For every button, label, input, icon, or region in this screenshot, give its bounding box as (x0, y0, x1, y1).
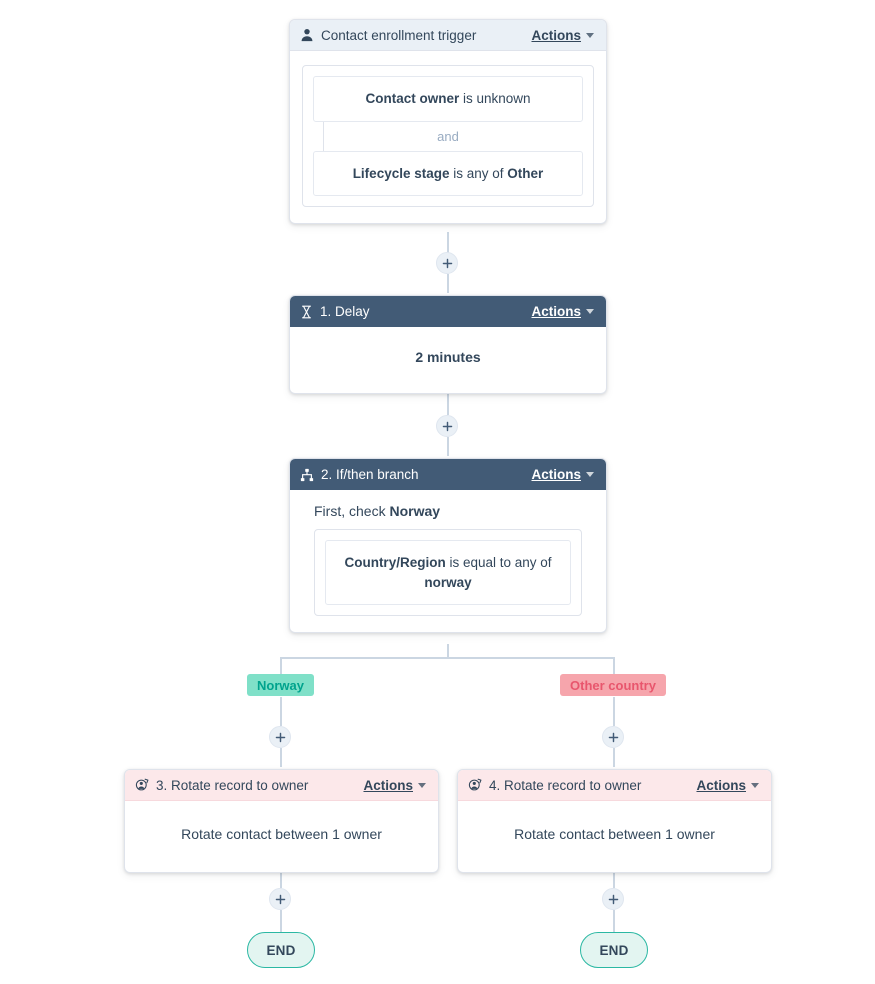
connector-plus-to-branch (447, 437, 449, 456)
filter-2-property: Lifecycle stage (352, 165, 450, 181)
branch-condition-property: Country/Region (344, 555, 446, 570)
connector-left-plus-to-end (280, 910, 282, 932)
add-step-plus-left-2[interactable] (269, 888, 291, 910)
rotate-card-4-description: Rotate contact between 1 owner (514, 826, 715, 842)
branch-condition-row[interactable]: Country/Region is equal to any of norway (325, 540, 571, 606)
chevron-down-icon (586, 309, 594, 314)
connector-branch-stem (447, 644, 449, 658)
connector-left-badge-to-plus (280, 697, 282, 726)
rotate-card-3[interactable]: 3. Rotate record to owner Actions Rotate… (124, 769, 439, 873)
trigger-filter-row-1[interactable]: Contact owner is unknown (313, 76, 583, 122)
rotate-owner-icon (135, 778, 149, 792)
connector-branch-left-drop (280, 657, 282, 676)
delay-actions-label: Actions (531, 304, 581, 319)
trigger-card-title: Contact enrollment trigger (321, 27, 477, 43)
trigger-actions-label: Actions (531, 27, 581, 43)
branch-condition-operator: is equal to any of (445, 555, 552, 570)
chevron-down-icon (418, 782, 426, 788)
add-step-plus-right-2[interactable] (602, 888, 624, 910)
delay-card[interactable]: 1. Delay Actions 2 minutes (289, 295, 607, 394)
filter-1-operator: is unknown (459, 91, 531, 106)
branch-intro: First, check Norway (314, 503, 582, 519)
connector-branch-right-drop (613, 657, 615, 676)
branch-label-other-country[interactable]: Other country (560, 674, 666, 696)
rotate-card-4-header: 4. Rotate record to owner Actions (458, 770, 771, 801)
connector-right-plus-to-end (613, 910, 615, 932)
branch-actions-menu[interactable]: Actions (531, 467, 594, 482)
rotate-card-4[interactable]: 4. Rotate record to owner Actions Rotate… (457, 769, 772, 873)
rotate-card-4-body: Rotate contact between 1 owner (458, 801, 771, 872)
connector-branch-horizontal (280, 657, 615, 659)
rotate-card-3-header: 3. Rotate record to owner Actions (125, 770, 438, 801)
end-node-left: END (247, 932, 315, 968)
branch-filter-group: Country/Region is equal to any of norway (314, 529, 582, 617)
rotate-card-3-actions-label: Actions (363, 777, 413, 793)
connector-left-card-to-plus (280, 866, 282, 888)
trigger-card-header: Contact enrollment trigger Actions (290, 20, 606, 51)
branch-intro-name: Norway (389, 503, 441, 519)
connector-right-plus-to-card (613, 748, 615, 767)
filter-2-operator: is any of (449, 165, 508, 181)
branch-card-header: 2. If/then branch Actions (290, 459, 606, 490)
hourglass-icon (300, 305, 313, 319)
filter-2-value: Other (507, 165, 544, 181)
contact-person-icon (300, 28, 314, 42)
branch-icon (300, 468, 314, 482)
trigger-filter-row-2[interactable]: Lifecycle stage is any of Other (313, 150, 583, 197)
delay-card-header: 1. Delay Actions (290, 296, 606, 327)
branch-card-title: 2. If/then branch (321, 467, 419, 482)
rotate-card-3-title: 3. Rotate record to owner (156, 777, 309, 793)
rotate-card-3-actions-menu[interactable]: Actions (363, 778, 426, 793)
trigger-card[interactable]: Contact enrollment trigger Actions Conta… (289, 19, 607, 225)
connector-plus-to-delay (447, 274, 449, 293)
chevron-down-icon (586, 32, 594, 38)
add-step-plus-left-1[interactable] (269, 726, 291, 748)
delay-actions-menu[interactable]: Actions (531, 304, 594, 319)
connector-delay-to-branch (447, 393, 449, 415)
branch-condition-value: norway (424, 574, 472, 590)
filter-1-property: Contact owner (365, 91, 460, 106)
delay-card-title: 1. Delay (320, 304, 370, 319)
add-step-plus-1[interactable] (436, 252, 458, 274)
connector-trigger-to-delay (447, 232, 449, 254)
chevron-down-icon (751, 782, 759, 788)
rotate-card-3-body: Rotate contact between 1 owner (125, 801, 438, 872)
branch-card[interactable]: 2. If/then branch Actions First, check N… (289, 458, 607, 634)
rotate-card-4-title: 4. Rotate record to owner (489, 777, 642, 793)
chevron-down-icon (586, 472, 594, 477)
connector-left-plus-to-card (280, 748, 282, 767)
rotate-owner-icon (468, 778, 482, 792)
trigger-filter-separator: and (313, 121, 583, 151)
add-step-plus-right-1[interactable] (602, 726, 624, 748)
trigger-card-body: Contact owner is unknown and Lifecycle s… (290, 51, 606, 223)
connector-right-badge-to-plus (613, 697, 615, 726)
rotate-card-4-actions-menu[interactable]: Actions (696, 778, 759, 793)
delay-card-body: 2 minutes (290, 327, 606, 393)
trigger-filter-group: Contact owner is unknown and Lifecycle s… (302, 65, 594, 208)
branch-label-norway[interactable]: Norway (247, 674, 314, 696)
branch-card-body: First, check Norway Country/Region is eq… (290, 490, 606, 632)
rotate-card-4-actions-label: Actions (696, 777, 746, 793)
add-step-plus-2[interactable] (436, 415, 458, 437)
end-node-right: END (580, 932, 648, 968)
trigger-actions-menu[interactable]: Actions (531, 28, 594, 43)
branch-actions-label: Actions (531, 467, 581, 482)
branch-intro-prefix: First, check (314, 503, 390, 519)
rotate-card-3-description: Rotate contact between 1 owner (181, 826, 382, 842)
delay-value: 2 minutes (415, 349, 481, 365)
connector-right-card-to-plus (613, 866, 615, 888)
